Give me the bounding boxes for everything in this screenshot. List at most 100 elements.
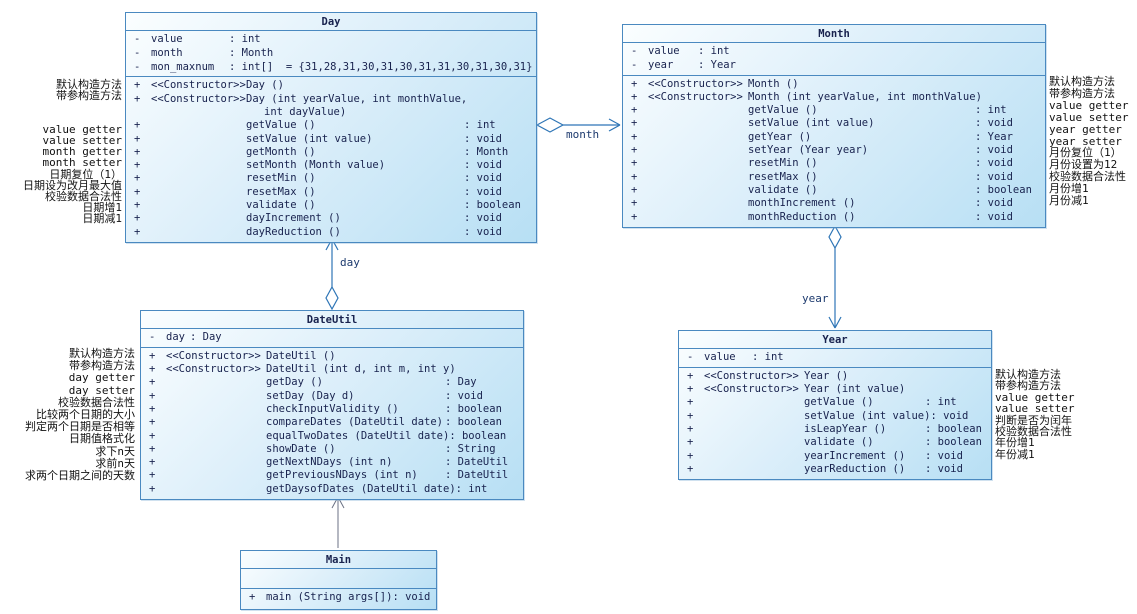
- method-name: dayReduction (): [246, 225, 341, 238]
- class-box-day[interactable]: Day -value: int-month: Month-mon_maxnum:…: [125, 12, 537, 243]
- method-return-type: : Day: [445, 376, 477, 389]
- method-return-type: : void: [975, 170, 1013, 183]
- class-title: Day: [126, 13, 536, 31]
- class-box-month[interactable]: Month -value: int-year: Year +<<Construc…: [622, 24, 1046, 228]
- visibility-marker: +: [631, 130, 638, 143]
- visibility-marker: +: [134, 212, 141, 225]
- method-return-type: [925, 370, 983, 383]
- attribute-name: year: [648, 58, 674, 71]
- method-row: +setValue (int value): void: [126, 133, 536, 146]
- visibility-marker: +: [134, 185, 141, 198]
- visibility-marker: +: [631, 77, 638, 90]
- visibility-marker: -: [687, 351, 694, 363]
- annotation-line: 带参构造方法: [69, 359, 135, 373]
- method-name: getValue (): [748, 104, 818, 117]
- stereotype: [151, 226, 246, 239]
- methods-compartment: +<<Constructor>>Month ()+<<Constructor>>…: [623, 76, 1045, 227]
- attribute-type: : Year: [698, 58, 736, 71]
- stereotype: [166, 390, 266, 403]
- annotation-line: value setter: [1049, 110, 1129, 124]
- stereotype: <<Constructor>>: [166, 363, 261, 376]
- method-name: monthReduction (): [748, 210, 856, 223]
- method-row: +validate (): boolean: [623, 184, 1045, 197]
- method-row: +setYear (Year year): void: [623, 144, 1045, 157]
- method-return-type: : void: [930, 409, 969, 422]
- visibility-marker: +: [687, 422, 694, 435]
- method-row: +getValue (): int: [126, 119, 536, 132]
- method-return-type: : void: [464, 172, 502, 185]
- attribute-type: : int: [229, 33, 261, 45]
- attribute-row: -day: Day: [141, 331, 523, 345]
- annotation-line: 带参构造方法: [1049, 86, 1115, 100]
- method-return-type: : DateUtil: [445, 469, 509, 482]
- method-return-type: : boolean: [445, 402, 502, 415]
- stereotype: [166, 469, 266, 482]
- visibility-marker: +: [687, 369, 694, 382]
- visibility-marker: +: [134, 199, 141, 212]
- method-row: +resetMin (): void: [126, 172, 536, 185]
- method-name: resetMin (): [246, 172, 316, 185]
- visibility-marker: +: [687, 409, 694, 422]
- method-row: +setValue (int value): void: [679, 410, 991, 423]
- stereotype: [704, 396, 804, 409]
- method-row: +validate (): boolean: [126, 199, 536, 212]
- annotation-line: day getter: [68, 371, 135, 385]
- method-name: Day (): [246, 79, 284, 92]
- method-return-type: : void: [392, 591, 431, 603]
- annotation-line: month setter: [42, 156, 122, 170]
- class-box-year[interactable]: Year -value: int +<<Constructor>>Year ()…: [678, 330, 992, 481]
- annotation-line: 日期复位（1）: [49, 167, 122, 181]
- aggregation-diamond: [535, 117, 565, 133]
- stereotype: <<Constructor>>: [704, 383, 799, 396]
- annotation-line: 求两个日期之间的天数: [25, 469, 135, 483]
- method-row: +setValue (int value): void: [623, 117, 1045, 130]
- visibility-marker: +: [134, 92, 141, 105]
- visibility-marker: +: [149, 363, 156, 376]
- method-return-type: : void: [464, 212, 502, 225]
- association-main-dateutil[interactable]: [331, 496, 345, 548]
- method-row: +resetMax (): void: [126, 186, 536, 199]
- attributes-compartment: -value: int: [679, 349, 991, 368]
- method-row: +<<Constructor>>Year (int value): [679, 383, 991, 396]
- method-name: getValue (): [246, 119, 316, 132]
- visibility-marker: +: [134, 159, 141, 172]
- stereotype: <<Constructor>>: [704, 369, 799, 382]
- attributes-compartment: -day: Day: [141, 329, 523, 348]
- method-name: compareDates (DateUtil date): [266, 416, 444, 429]
- annotation-line: 月份减1: [1049, 194, 1089, 208]
- class-box-main[interactable]: Main +main (String args[]): void: [240, 550, 437, 610]
- visibility-marker: +: [249, 591, 256, 603]
- class-title: Year: [679, 331, 991, 349]
- method-name: validate (): [748, 183, 818, 196]
- method-return-type: : void: [975, 197, 1013, 210]
- method-row: +getNextNDays (int n): DateUtil: [141, 456, 523, 469]
- methods-compartment: +<<Constructor>>DateUtil ()+<<Constructo…: [141, 348, 523, 499]
- visibility-marker: +: [134, 79, 141, 92]
- attribute-type: : int[] = {31,28,31,30,31,30,31,31,30,31…: [229, 60, 533, 73]
- attribute-type: : Day: [190, 331, 222, 343]
- attribute-row: -year: Year: [623, 59, 1045, 73]
- visibility-marker: +: [149, 482, 156, 495]
- annotation-line: 月份设置为12: [1049, 158, 1118, 172]
- stereotype: [704, 450, 804, 463]
- method-return-type: : boolean: [449, 429, 507, 442]
- stereotype: [166, 430, 266, 443]
- method-row: +yearReduction (): void: [679, 463, 991, 476]
- attributes-compartment: [241, 569, 436, 589]
- visibility-marker: -: [134, 60, 141, 73]
- method-row: +getValue (): int: [623, 104, 1045, 117]
- method-return-type: : void: [975, 144, 1013, 157]
- annotation-line: day setter: [68, 383, 135, 397]
- stereotype: [166, 456, 266, 469]
- attribute-row: -value: int: [679, 351, 991, 365]
- visibility-marker: +: [134, 225, 141, 238]
- visibility-marker: +: [631, 197, 638, 210]
- aggregation-dateutil-day[interactable]: [325, 238, 339, 311]
- visibility-marker: +: [631, 170, 638, 183]
- attributes-compartment: -value: int-month: Month-mon_maxnum: int…: [126, 31, 536, 78]
- visibility-marker: +: [631, 117, 638, 130]
- aggregation-month-year[interactable]: [828, 224, 842, 329]
- class-box-dateutil[interactable]: DateUtil -day: Day +<<Constructor>>DateU…: [140, 310, 524, 501]
- annotation-line: 月份复位（1）: [1049, 146, 1122, 160]
